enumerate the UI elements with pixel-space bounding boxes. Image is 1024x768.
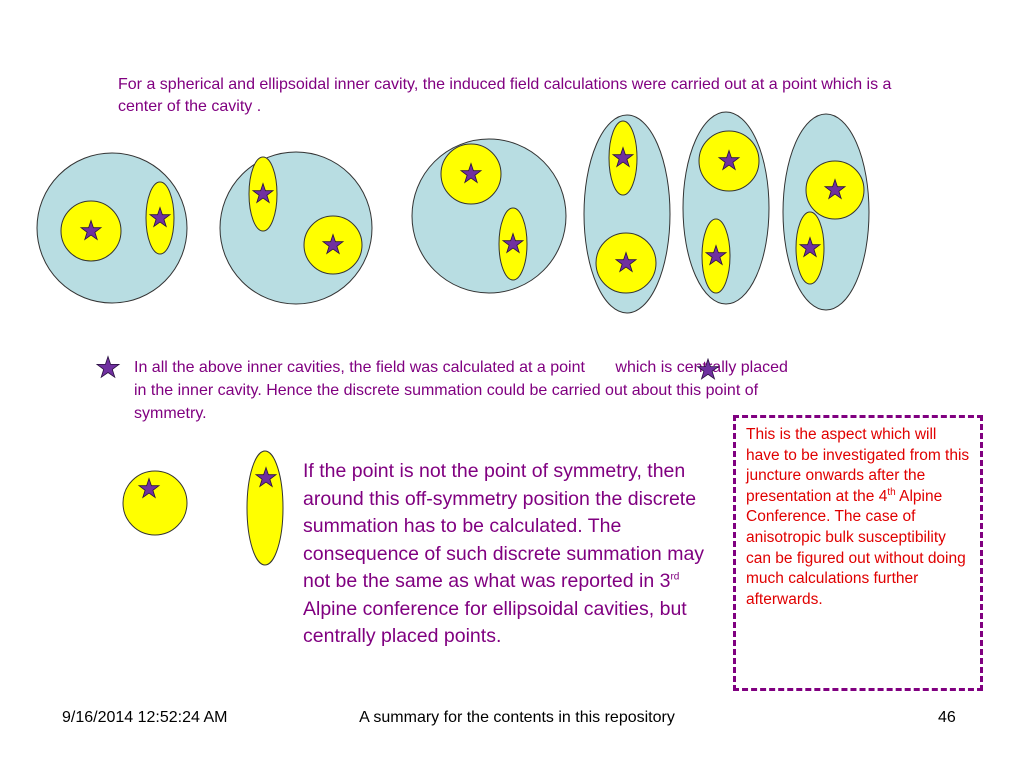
cavity-5	[682, 111, 770, 305]
cavity-1	[36, 152, 188, 304]
page-number: 46	[938, 709, 956, 726]
star-icon	[95, 355, 121, 379]
off-symmetry-paragraph: If the point is not the point of symmetr…	[303, 460, 705, 647]
cavity-3	[411, 138, 567, 294]
offset-circle-example	[122, 470, 188, 536]
symmetry-paragraph: In all the above inner cavities, the fie…	[134, 359, 788, 422]
offset-ellipse-example	[246, 450, 284, 566]
note-box: This is the aspect which will have to be…	[733, 415, 983, 691]
cavity-4	[583, 114, 671, 314]
footer-date: 9/16/2014 12:52:24 AM	[62, 709, 228, 726]
cavity-6	[782, 113, 870, 311]
star-icon	[696, 358, 720, 380]
cavity-2	[219, 151, 373, 305]
note-text: This is the aspect which will have to be…	[746, 426, 970, 608]
footer-title: A summary for the contents in this repos…	[359, 709, 675, 726]
intro-text: For a spherical and ellipsoidal inner ca…	[118, 76, 892, 115]
